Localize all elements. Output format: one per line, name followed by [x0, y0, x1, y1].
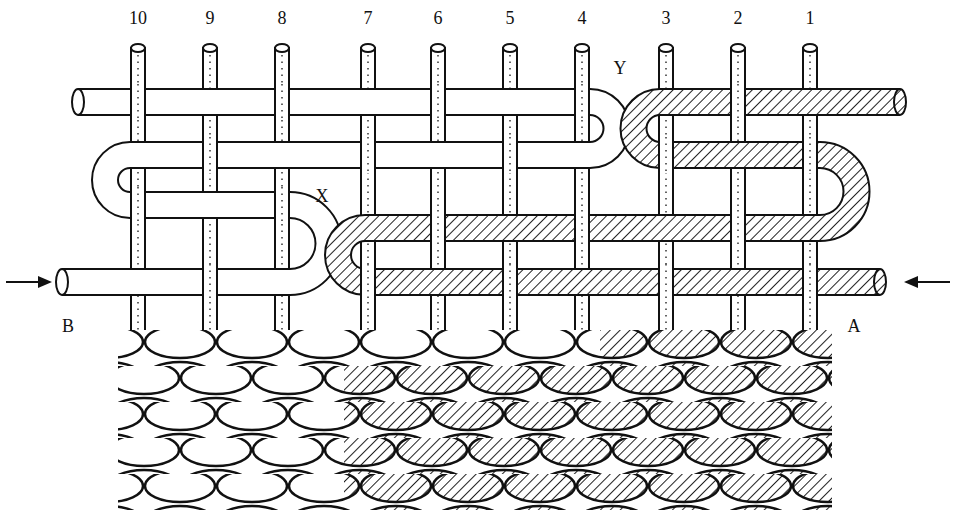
end-label: B	[62, 317, 74, 335]
warp-number: 6	[434, 9, 443, 27]
warp-number: 10	[129, 9, 147, 27]
shaded-weft	[338, 89, 906, 295]
point-label: Y	[614, 59, 627, 77]
warp-number: 5	[506, 9, 515, 27]
point-label: X	[316, 187, 329, 205]
warp-number: 7	[364, 9, 373, 27]
warp-number: 9	[206, 9, 215, 27]
end-label: A	[848, 317, 861, 335]
warp-crossings	[131, 84, 817, 300]
warp-number: 1	[806, 9, 815, 27]
woven-band	[118, 330, 832, 510]
warp-number: 4	[578, 9, 587, 27]
warp-number: 8	[278, 9, 287, 27]
direction-arrows	[6, 276, 950, 288]
warp-number: 3	[662, 9, 671, 27]
warp-number: 2	[734, 9, 743, 27]
